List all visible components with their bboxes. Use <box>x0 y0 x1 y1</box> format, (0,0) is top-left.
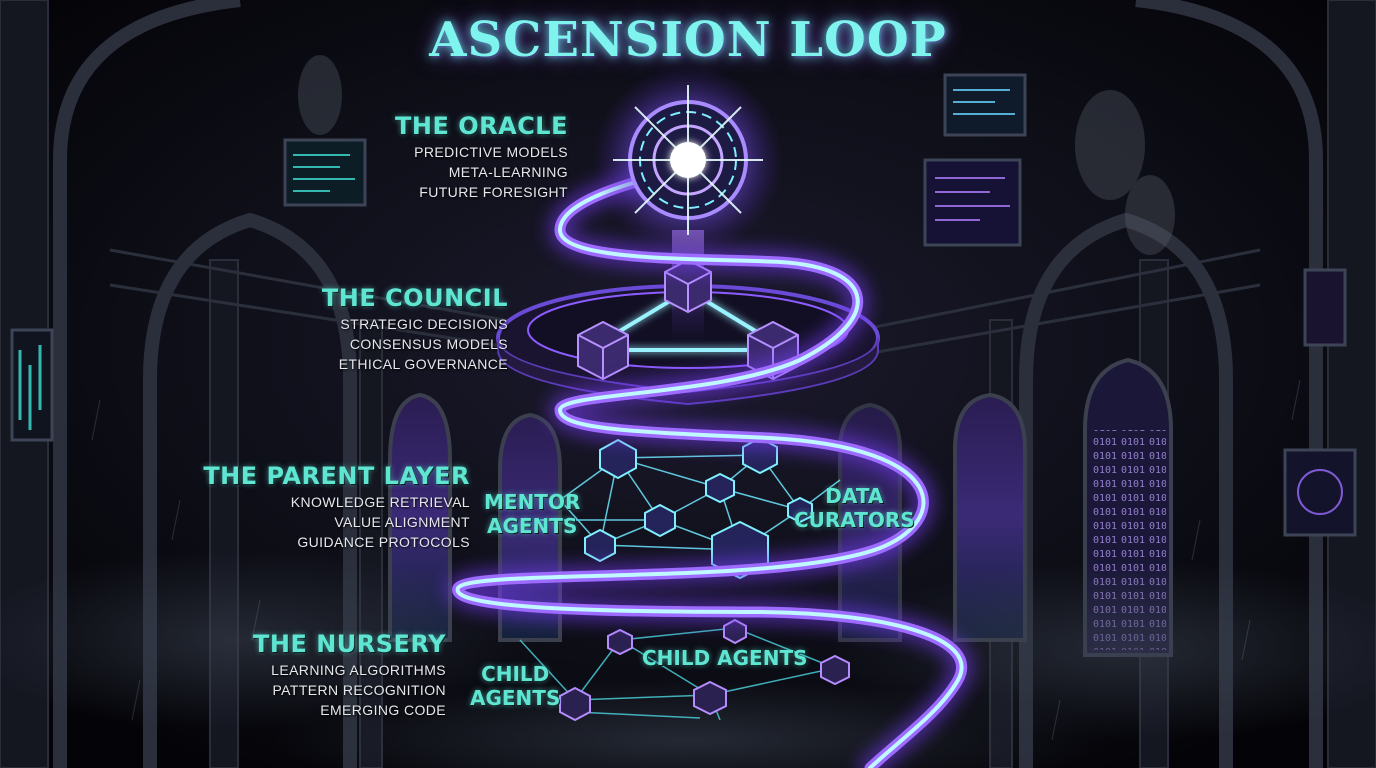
tier-nursery: THE NURSERY LEARNING ALGORITHMS PATTERN … <box>253 632 446 720</box>
tier-detail: PREDICTIVE MODELS <box>414 144 568 160</box>
balcony-railing <box>109 248 1261 357</box>
tier-detail: VALUE ALIGNMENT <box>334 514 470 530</box>
diagram-title: ASCENSION LOOP <box>429 12 947 68</box>
tier-heading: THE NURSERY <box>253 630 446 658</box>
child-node <box>723 618 747 645</box>
tier-details: STRATEGIC DECISIONS CONSENSUS MODELS ETH… <box>322 314 508 374</box>
child-node <box>607 628 633 656</box>
wall-screens <box>10 73 1357 537</box>
tier-detail: LEARNING ALGORITHMS <box>271 662 446 678</box>
ascension-spiral <box>446 157 973 768</box>
screen-right-side <box>1303 268 1347 347</box>
parent-node <box>787 496 813 524</box>
data-curators-label: DATA CURATORS <box>794 484 915 532</box>
parent-node <box>644 503 676 538</box>
child-node <box>693 680 727 716</box>
tier-council: THE COUNCIL STRATEGIC DECISIONS CONSENSU… <box>322 286 508 374</box>
tier-parent-layer: THE PARENT LAYER KNOWLEDGE RETRIEVAL VAL… <box>203 464 470 552</box>
screen-left <box>283 138 367 207</box>
tier-oracle: THE ORACLE PREDICTIVE MODELS META-LEARNI… <box>395 114 568 202</box>
ground-fog <box>0 550 1376 768</box>
parent-node <box>584 528 616 563</box>
tier-detail: ETHICAL GOVERNANCE <box>338 356 508 372</box>
screen-left-panel <box>10 328 54 442</box>
steam-clouds <box>298 55 1175 255</box>
child-node <box>559 686 591 722</box>
screen-right-panel <box>1283 448 1357 537</box>
council-cube-left <box>577 320 629 381</box>
child-agents-label-right: CHILD AGENTS <box>642 646 808 670</box>
mentor-agents-label: MENTOR AGENTS <box>484 490 581 538</box>
council-cube-top <box>664 258 712 314</box>
tier-heading: THE COUNCIL <box>321 284 508 312</box>
parent-node <box>705 472 735 504</box>
cathedral-architecture <box>53 0 1323 768</box>
tier-detail: EMERGING CODE <box>320 702 446 718</box>
tier-detail: STRATEGIC DECISIONS <box>340 316 508 332</box>
tier-details: KNOWLEDGE RETRIEVAL VALUE ALIGNMENT GUID… <box>203 492 470 552</box>
tier-detail: GUIDANCE PROTOCOLS <box>297 534 470 550</box>
tier-detail: CONSENSUS MODELS <box>349 336 508 352</box>
child-agents-label-left: CHILD AGENTS <box>470 662 561 710</box>
tier-detail: PATTERN RECOGNITION <box>272 682 446 698</box>
tier-heading: THE ORACLE <box>395 112 568 140</box>
nursery-nodes <box>559 618 850 722</box>
oracle-orb <box>593 65 783 255</box>
rain-streaks <box>91 379 1301 741</box>
tier-detail: FUTURE FORESIGHT <box>419 184 568 200</box>
screen-right-top <box>943 73 1027 137</box>
tier-details: PREDICTIVE MODELS META-LEARNING FUTURE F… <box>395 142 568 202</box>
tier-heading: THE PARENT LAYER <box>203 462 470 490</box>
tier-detail: KNOWLEDGE RETRIEVAL <box>290 494 470 510</box>
tier-detail: META-LEARNING <box>448 164 568 180</box>
parent-node <box>599 438 637 480</box>
tier-details: LEARNING ALGORITHMS PATTERN RECOGNITION … <box>253 660 446 720</box>
screen-right-mid <box>923 158 1022 247</box>
child-node <box>820 654 850 686</box>
